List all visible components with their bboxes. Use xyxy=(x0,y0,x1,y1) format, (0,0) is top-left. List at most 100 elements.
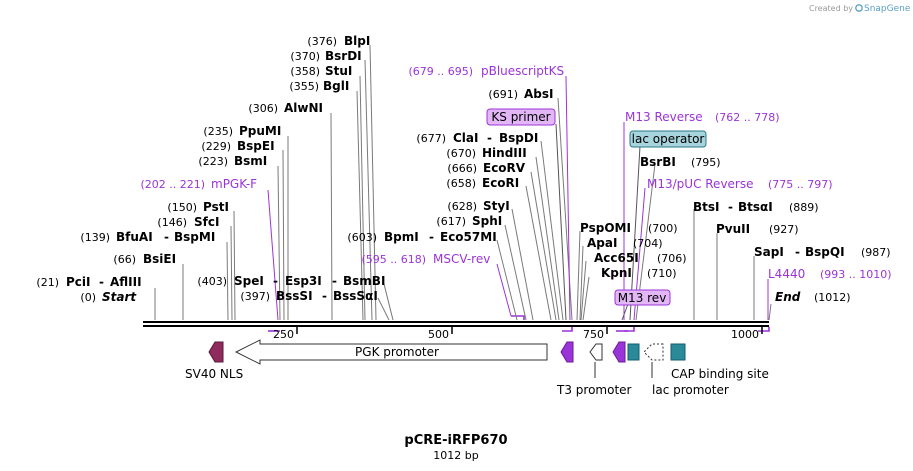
tick-label-750: 750 xyxy=(583,328,604,341)
site-pcii-afliii[interactable]: (21) PciI - AflIII xyxy=(36,275,141,289)
site-absi[interactable]: (691) AbsI xyxy=(488,87,553,101)
site-bsrbi-position: (795) xyxy=(691,156,721,169)
site-bsrbi-name: BsrBI xyxy=(640,155,676,169)
feature-lac-region[interactable]: lac promoter xyxy=(612,341,729,397)
site-bsiei[interactable]: (66) BsiEI xyxy=(113,252,176,266)
site-separator: - xyxy=(728,200,733,214)
pbluescriptks-binding-mark xyxy=(562,327,573,332)
site-apai[interactable]: ApaI (704) xyxy=(587,236,663,250)
site-afliii-name: AflIII xyxy=(110,275,142,289)
primer-l4440-name: L4440 xyxy=(768,267,805,281)
site-sphi[interactable]: (617) SphI xyxy=(436,214,502,228)
primer-leader-lines xyxy=(267,75,769,321)
site-separator: - xyxy=(99,275,104,289)
site-start[interactable]: (0) Start xyxy=(80,290,137,304)
feature-pgk-promoter[interactable]: PGK promoter xyxy=(234,339,548,365)
site-bpmi-position: (603) xyxy=(347,231,377,244)
site-clai-bspdi[interactable]: (677) ClaI - BspDI xyxy=(416,131,538,145)
site-btsai-name: BtsαI xyxy=(738,200,773,214)
primer-mscv-rev[interactable]: (595 .. 618) MSCV-rev xyxy=(361,252,490,266)
site-bpmi-eco57mi[interactable]: (603) BpmI - Eco57MI xyxy=(347,230,496,244)
tick-label-250: 250 xyxy=(273,328,294,341)
primer-m13-puc-reverse-range: (775 .. 797) xyxy=(768,178,833,191)
site-bsmi-position: (223) xyxy=(198,155,228,168)
feature-t3-promoter[interactable]: T3 promoter xyxy=(556,341,632,397)
site-bspmi-name: BspMI xyxy=(174,230,215,244)
site-kpni[interactable]: KpnI (710) xyxy=(601,266,677,280)
mscv-rev-binding-mark xyxy=(511,315,525,320)
feature-cap-binding-site[interactable]: CAP binding site xyxy=(670,343,769,381)
site-sapi-bspqi[interactable]: SapI - BspQI (987) xyxy=(754,245,891,259)
boxed-m13-rev[interactable]: M13 rev xyxy=(614,289,671,306)
site-bfuai-bspmi[interactable]: (139) BfuAI - BspMI xyxy=(80,230,215,244)
site-bspei[interactable]: (229) BspEI xyxy=(201,139,274,153)
site-ppumi-position: (235) xyxy=(203,125,233,138)
site-bsmi[interactable]: (223) BsmI xyxy=(198,154,267,168)
site-styi-name: StyI xyxy=(483,199,510,213)
site-clai-name: ClaI xyxy=(453,131,478,145)
site-alwni-position: (306) xyxy=(248,102,278,115)
site-sfci-position: (146) xyxy=(157,216,187,229)
site-kpni-name: KpnI xyxy=(601,266,632,280)
site-bsrbi[interactable]: BsrBI (795) xyxy=(640,155,721,169)
site-styi[interactable]: (628) StyI xyxy=(447,199,509,213)
t3-promoter-label: T3 promoter xyxy=(556,383,632,397)
site-ecori-position: (658) xyxy=(446,177,476,190)
primer-pbluescriptks-range: (679 .. 695) xyxy=(408,65,473,78)
map-length: 1012 bp xyxy=(433,449,478,462)
primer-l4440[interactable]: L4440 (993 .. 1010) xyxy=(768,267,892,281)
site-hindiii-name: HindIII xyxy=(482,146,527,160)
site-pvuii-name: PvuII xyxy=(716,222,750,236)
site-acc65i[interactable]: Acc65I (706) xyxy=(594,251,687,265)
site-hindiii[interactable]: (670) HindIII xyxy=(446,146,526,160)
site-psti[interactable]: (150) PstI xyxy=(167,200,229,214)
lac-operator-mark xyxy=(627,343,640,361)
site-clai-position: (677) xyxy=(416,132,446,145)
site-start-position: (0) xyxy=(80,291,96,304)
site-blpi[interactable]: (376) BlpI xyxy=(307,34,370,48)
site-stui[interactable]: (358) StuI xyxy=(290,64,352,78)
site-pvuii-position: (927) xyxy=(769,223,799,236)
site-bgli[interactable]: (355) BglI xyxy=(289,79,349,93)
boxed-lac-operator[interactable]: lac operator xyxy=(629,130,707,148)
tick-label-1000: 1000 xyxy=(731,328,759,341)
primer-l4440-range: (993 .. 1010) xyxy=(820,268,892,281)
site-bsrdi[interactable]: (370) BsrDI xyxy=(290,49,361,63)
site-end-position: (1012) xyxy=(814,291,851,304)
site-sfci[interactable]: (146) SfcI xyxy=(157,215,219,229)
site-esp3i-name: Esp3I xyxy=(285,274,322,288)
m13-rev-arrow xyxy=(612,341,626,363)
feature-sv40-nls[interactable]: SV40 NLS xyxy=(185,341,243,381)
site-btsi-btsai[interactable]: BtsI - BtsαI (889) xyxy=(693,200,819,214)
site-bsssai-name: BssSαI xyxy=(333,289,378,303)
primer-m13-reverse[interactable]: M13 Reverse (762 .. 778) xyxy=(625,110,780,124)
site-ecorv-position: (666) xyxy=(447,162,477,175)
site-eco57mi-name: Eco57MI xyxy=(440,230,497,244)
primer-mpgk-f[interactable]: (202 .. 221) mPGK-F xyxy=(140,177,257,191)
lac-operator-box xyxy=(629,130,707,148)
site-end[interactable]: End (1012) xyxy=(775,290,851,304)
ks-primer-box xyxy=(486,108,556,126)
site-spei-esp3i-bsmbi[interactable]: (403) SpeI - Esp3I - BsmBI xyxy=(197,274,385,288)
site-ecori[interactable]: (658) EcoRI xyxy=(446,176,519,190)
site-blpi-name: BlpI xyxy=(344,34,370,48)
site-apai-name: ApaI xyxy=(587,236,617,250)
site-pspomi[interactable]: PspOMI (700) xyxy=(580,221,678,235)
site-ppumi[interactable]: (235) PpuMI xyxy=(203,124,281,138)
primer-mscv-rev-range: (595 .. 618) xyxy=(361,253,426,266)
boxed-ks-primer[interactable]: KS primer xyxy=(486,108,556,126)
site-end-name: End xyxy=(775,290,801,304)
primer-m13-puc-reverse[interactable]: M13/pUC Reverse (775 .. 797) xyxy=(647,177,833,191)
primer-pbluescriptks[interactable]: (679 .. 695) pBluescriptKS xyxy=(408,64,564,78)
primer-mscv-rev-name: MSCV-rev xyxy=(433,252,490,266)
site-bsrdi-position: (370) xyxy=(290,50,320,63)
site-ecorv[interactable]: (666) EcoRV xyxy=(447,161,525,175)
site-psti-name: PstI xyxy=(203,200,229,214)
site-pspomi-name: PspOMI xyxy=(580,221,631,235)
site-bsssi-bsssai[interactable]: (397) BssSI - BssSαI xyxy=(240,289,377,303)
site-blpi-position: (376) xyxy=(307,35,337,48)
site-alwni[interactable]: (306) AlwNI xyxy=(248,101,323,115)
site-bgli-position: (355) xyxy=(289,80,319,93)
site-pvuii[interactable]: PvuII (927) xyxy=(716,222,799,236)
